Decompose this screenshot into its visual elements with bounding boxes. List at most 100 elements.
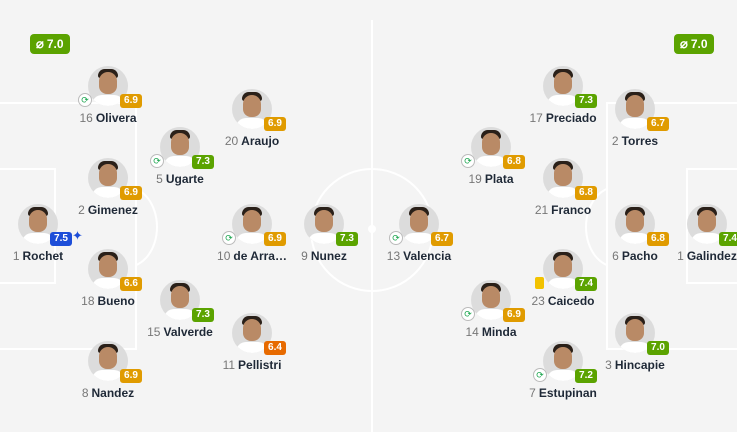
player-photo[interactable] [543, 249, 583, 289]
player-shirt [403, 233, 435, 244]
player-face [410, 210, 428, 232]
player-number: 2 [611, 134, 619, 148]
player-name: Estupinan [538, 386, 597, 400]
player-shirt [236, 118, 268, 129]
player-photo[interactable] [615, 313, 655, 353]
player-number: 11 [222, 358, 236, 372]
player-face [482, 286, 500, 308]
player-number: 17 [529, 111, 543, 125]
player-face [626, 95, 644, 117]
player-face [99, 72, 117, 94]
player-name: Ugarte [165, 172, 204, 186]
player-number: 1 [677, 249, 684, 263]
player-number: 21 [534, 203, 549, 217]
player-face [626, 210, 644, 232]
player-shirt [236, 233, 268, 244]
player-name: Franco [551, 203, 592, 217]
player-name: Minda [481, 325, 517, 339]
player-number: 20 [224, 134, 239, 148]
player-face [99, 164, 117, 186]
player-photo[interactable] [88, 249, 128, 289]
player-number: 7 [529, 386, 536, 400]
player-name: Rochet [22, 249, 64, 263]
player-rating: 6.9 [264, 117, 286, 131]
player-face [243, 210, 261, 232]
player-shirt [22, 233, 54, 244]
average-icon: ⌀ [36, 36, 44, 51]
player-shirt [547, 187, 579, 198]
player-shirt [619, 233, 651, 244]
right-penalty-area [606, 102, 737, 350]
player-face [554, 72, 572, 94]
player-shirt [92, 187, 124, 198]
player-face [315, 210, 333, 232]
player-rating: 6.9 [503, 308, 525, 322]
away-average-rating-badge: ⌀ 7.0 [674, 34, 714, 54]
player-face [626, 319, 644, 341]
player-name: Galindez [686, 249, 737, 263]
player-shirt [475, 309, 507, 320]
player-shirt [547, 370, 579, 381]
player-number: 9 [301, 249, 308, 263]
player-rating: 6.4 [264, 341, 286, 355]
player-photo[interactable] [88, 341, 128, 381]
player-name: Nandez [91, 386, 135, 400]
player-face [171, 133, 189, 155]
player-face [99, 255, 117, 277]
star-icon: ✦ [72, 228, 83, 243]
player-number: 5 [156, 172, 163, 186]
player-rating: 7.4 [719, 232, 737, 246]
player-number: 16 [79, 111, 93, 125]
player-number: 23 [531, 294, 545, 308]
player-shirt [691, 233, 723, 244]
player-face [554, 255, 572, 277]
player-rating: 6.8 [503, 155, 525, 169]
player-name: de Arra… [233, 249, 287, 263]
player-number: 2 [78, 203, 85, 217]
player-shirt [619, 118, 651, 129]
substitution-icon: ⟳ [461, 307, 475, 321]
player-rating: 6.7 [431, 232, 453, 246]
player-rating: 6.9 [120, 94, 142, 108]
player-photo[interactable] [232, 313, 272, 353]
player-photo[interactable] [160, 127, 200, 167]
player-face [243, 319, 261, 341]
player-number: 18 [81, 294, 95, 308]
player-rating: 7.3 [192, 155, 214, 169]
substitution-icon: ⟳ [461, 154, 475, 168]
player-number: 15 [147, 325, 161, 339]
player-photo[interactable] [160, 280, 200, 320]
player-shirt [92, 278, 124, 289]
substitution-icon: ⟳ [222, 231, 236, 245]
player-rating: 7.0 [647, 341, 669, 355]
player-photo[interactable] [88, 66, 128, 106]
player-face [99, 347, 117, 369]
player-rating: 6.9 [264, 232, 286, 246]
player-shirt [475, 156, 507, 167]
player-name: Plata [484, 172, 514, 186]
player-name: Preciado [545, 111, 597, 125]
player-number: 14 [465, 325, 479, 339]
